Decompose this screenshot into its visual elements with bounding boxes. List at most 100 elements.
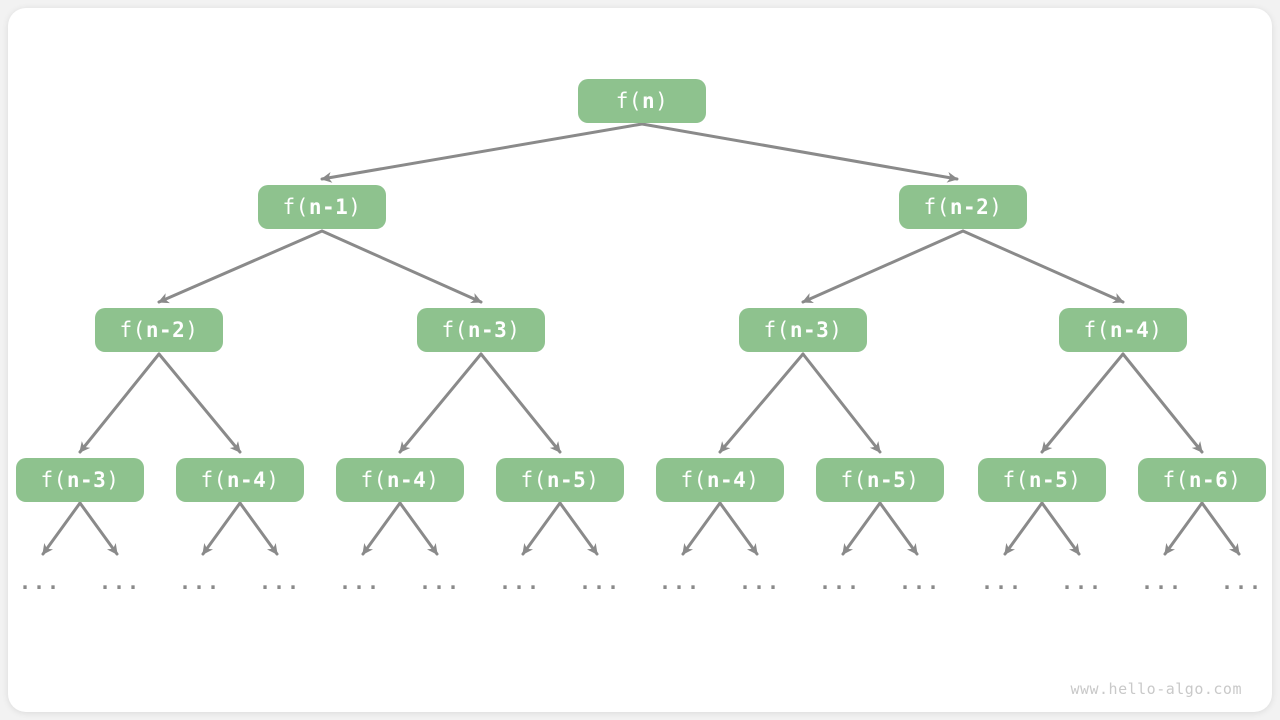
ellipsis-leaf: ... [898,570,942,594]
ellipsis-leaf: ... [258,570,302,594]
node-label-prefix: f( [680,468,707,492]
ellipsis-leaf: ... [980,570,1024,594]
node-label-prefix: f( [441,318,468,342]
tree-edge [1040,352,1125,454]
ellipsis-leaf: ... [338,570,382,594]
tree-edge [41,501,82,556]
node-label-prefix: f( [615,89,642,113]
node-label-prefix: f( [1083,318,1110,342]
node-label-prefix: f( [119,318,146,342]
tree-edge [718,352,805,454]
ellipsis-leaf: ... [418,570,462,594]
node-label-arg: n-6 [1188,468,1229,492]
node-label-suffix: ) [655,89,669,113]
ellipsis-leaf: ... [1060,570,1104,594]
tree-edge [479,352,562,454]
node-label-arg: n-3 [789,318,830,342]
tree-edge [398,501,439,556]
tree-edge [878,501,919,556]
node-label-suffix: ) [348,195,362,219]
node-label-suffix: ) [185,318,199,342]
tree-node: f(n-5) [816,458,944,502]
node-label-prefix: f( [840,468,867,492]
node-label-prefix: f( [200,468,227,492]
tree-node-root: f(n) [578,79,706,123]
tree-node: f(n-4) [176,458,304,502]
ellipsis-leaf: ... [178,570,222,594]
node-label-prefix: f( [360,468,387,492]
tree-edge [201,501,242,556]
tree-node: f(n-2) [95,308,223,352]
node-label-prefix: f( [1002,468,1029,492]
tree-edge [1163,501,1204,556]
tree-edge [320,122,644,183]
node-label-arg: n-5 [546,468,587,492]
node-label-suffix: ) [266,468,280,492]
tree-edge [398,352,483,454]
node-label-prefix: f( [763,318,790,342]
node-label-prefix: f( [1162,468,1189,492]
node-label-suffix: ) [1149,318,1163,342]
node-label-arg: n-4 [386,468,427,492]
node-label-suffix: ) [426,468,440,492]
node-label-arg: n [641,89,656,113]
tree-node: f(n-5) [978,458,1106,502]
tree-edge [801,229,965,304]
tree-node: f(n-3) [417,308,545,352]
node-label-prefix: f( [282,195,309,219]
tree-edge [320,229,483,304]
tree-edge [718,501,759,556]
node-label-suffix: ) [746,468,760,492]
tree-edge [681,501,722,556]
node-label-arg: n-4 [706,468,747,492]
tree-node: f(n-5) [496,458,624,502]
node-label-arg: n-4 [1109,318,1150,342]
node-label-suffix: ) [1228,468,1242,492]
node-label-suffix: ) [989,195,1003,219]
ellipsis-leaf: ... [738,570,782,594]
tree-edge [157,229,324,304]
node-label-prefix: f( [520,468,547,492]
tree-edge [1003,501,1044,556]
node-label-arg: n-1 [308,195,349,219]
tree-edge [961,229,1125,304]
ellipsis-leaf: ... [1140,570,1184,594]
tree-edge [157,352,242,454]
ellipsis-leaf: ... [578,570,622,594]
tree-edge [558,501,599,556]
node-label-arg: n-5 [1028,468,1069,492]
tree-node: f(n-3) [16,458,144,502]
node-label-suffix: ) [1068,468,1082,492]
tree-edge [1121,352,1204,454]
node-label-arg: n-2 [949,195,990,219]
node-label-suffix: ) [829,318,843,342]
tree-edge [78,501,119,556]
ellipsis-leaf: ... [98,570,142,594]
node-label-suffix: ) [507,318,521,342]
tree-edge [640,122,959,183]
tree-node: f(n-4) [336,458,464,502]
tree-edge [78,352,161,454]
ellipsis-leaf: ... [818,570,862,594]
tree-node: f(n-4) [1059,308,1187,352]
ellipsis-leaf: ... [498,570,542,594]
node-label-arg: n-5 [866,468,907,492]
tree-edge [521,501,562,556]
node-label-suffix: ) [586,468,600,492]
tree-edge [1040,501,1081,556]
node-label-suffix: ) [106,468,120,492]
tree-node: f(n-3) [739,308,867,352]
node-label-arg: n-3 [467,318,508,342]
ellipsis-leaf: ... [1220,570,1264,594]
node-label-arg: n-3 [66,468,107,492]
node-label-prefix: f( [923,195,950,219]
node-label-prefix: f( [40,468,67,492]
node-label-arg: n-4 [226,468,267,492]
ellipsis-leaf: ... [18,570,62,594]
tree-node: f(n-6) [1138,458,1266,502]
tree-node: f(n-1) [258,185,386,229]
tree-node: f(n-4) [656,458,784,502]
watermark: www.hello-algo.com [1070,680,1242,698]
